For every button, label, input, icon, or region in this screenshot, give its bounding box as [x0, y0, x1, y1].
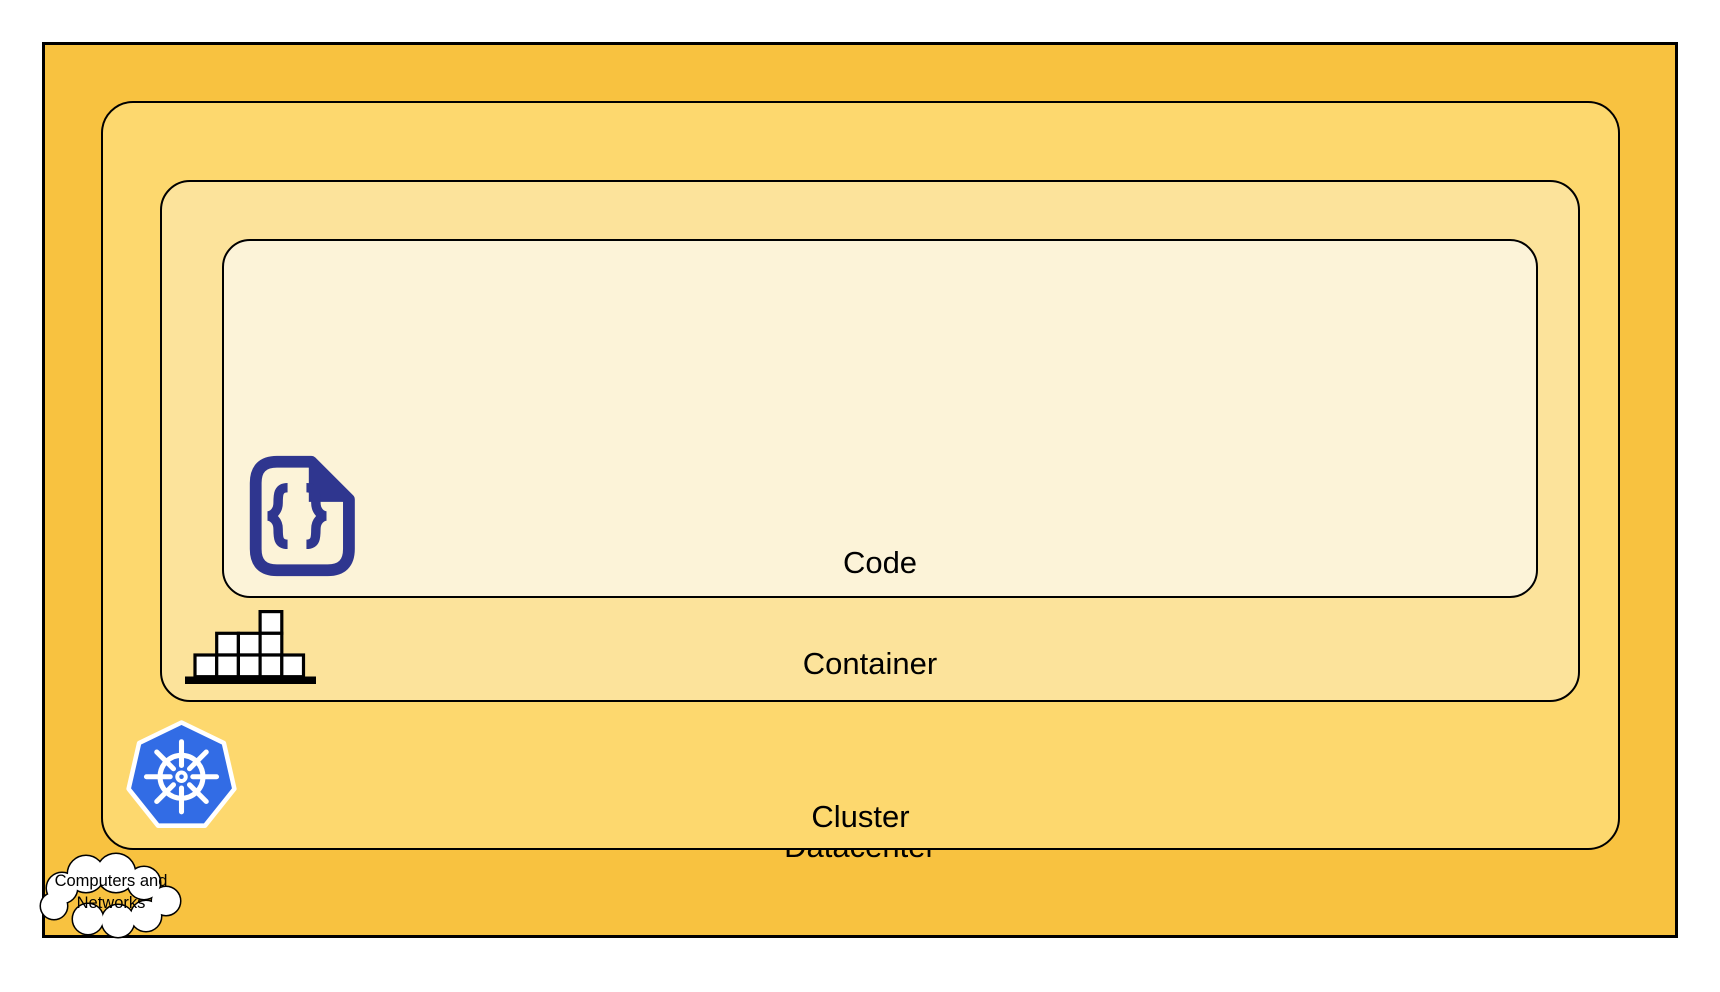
- container-label: Container: [802, 646, 938, 681]
- code-file-icon: [238, 454, 356, 578]
- cloud-label-line1: Computers and: [54, 872, 168, 890]
- container-blocks-icon: [185, 610, 316, 684]
- layer-code: Code: [222, 239, 1538, 598]
- cloud-label-line2: Networks: [76, 894, 146, 912]
- kubernetes-icon: [125, 711, 238, 838]
- cloud-computers-networks-icon: [38, 852, 184, 942]
- cloud-label: Computers and Networks: [44, 870, 178, 914]
- cluster-label: Cluster: [811, 799, 910, 834]
- code-label: Code: [842, 545, 918, 580]
